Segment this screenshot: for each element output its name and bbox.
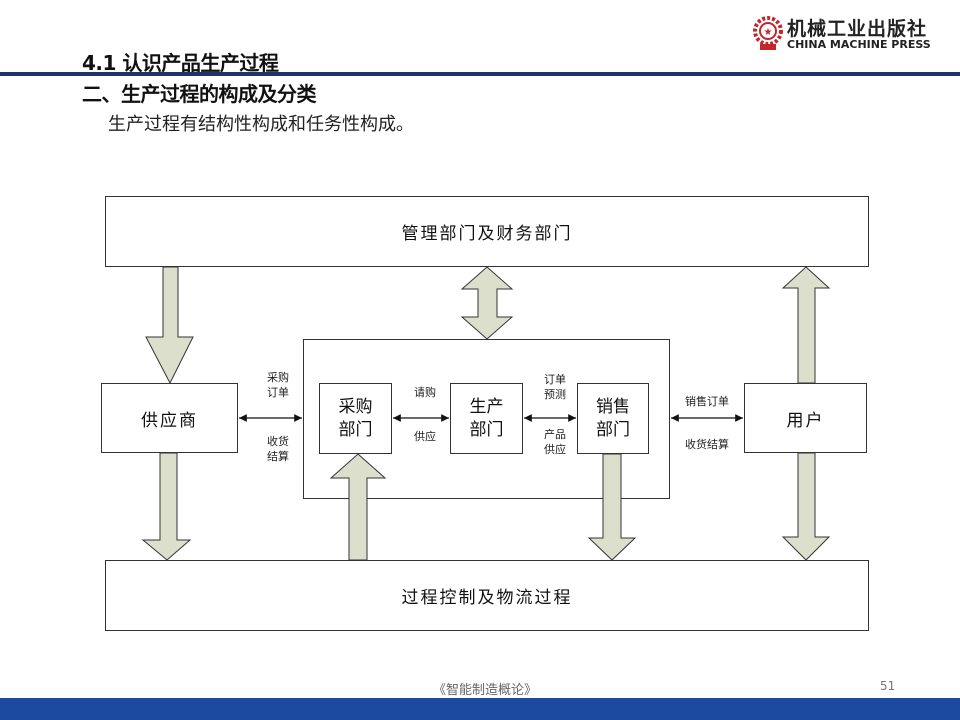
process-logistics-box: 过程控制及物流过程 — [105, 560, 869, 631]
logo-cn: 机械工业出版社 — [787, 18, 928, 40]
page-number: 51 — [880, 679, 896, 693]
purchasing-line2: 部门 — [338, 419, 373, 440]
sales-line1: 销售 — [596, 396, 630, 417]
label-product-supply: 产品供应 — [544, 428, 566, 456]
footer-bar — [0, 698, 960, 720]
section-title: 4.1 认识产品生产过程 — [82, 51, 279, 75]
label-purchase-order: 采购订单 — [267, 371, 289, 399]
logo-en: CHINA MACHINE PRESS — [787, 38, 931, 51]
user-box: 用户 — [744, 383, 867, 453]
arrow-supplier-to-process — [141, 452, 192, 561]
body-text: 生产过程有结构性构成和任务性构成。 — [108, 114, 414, 135]
svg-text:★: ★ — [764, 27, 773, 38]
purchasing-dept-box: 采购部门 — [319, 383, 392, 454]
label-sales-order: 销售订单 — [685, 395, 729, 408]
gear-star-icon: ★ — [753, 16, 783, 50]
user-label: 用户 — [786, 410, 825, 431]
supplier-label: 供应商 — [141, 410, 198, 431]
sales-line2: 部门 — [596, 419, 630, 440]
subsection-title: 二、生产过程的构成及分类 — [82, 82, 317, 106]
production-line2: 部门 — [469, 419, 504, 440]
process-logistics-label: 过程控制及物流过程 — [401, 588, 573, 608]
footer-book-title: 《智能制造概论》 — [432, 683, 537, 698]
publisher-logo: ★ — [752, 14, 932, 54]
sales-dept-box: 销售部门 — [577, 383, 649, 454]
arrow-mgmt-to-supplier — [145, 266, 194, 385]
production-line1: 生产 — [469, 396, 504, 417]
arrow-user-to-process — [781, 452, 831, 561]
management-finance-label: 管理部门及财务部门 — [401, 224, 573, 244]
arrow-user-to-mgmt — [781, 266, 831, 384]
arrow-process-to-purchasing — [329, 453, 387, 561]
label-request: 请购 — [414, 386, 436, 399]
arrow-sales-to-process — [587, 453, 637, 561]
header-rule — [0, 72, 960, 76]
production-dept-box: 生产部门 — [450, 383, 523, 454]
label-supply: 供应 — [414, 430, 436, 443]
label-receive-settle: 收货结算 — [267, 435, 289, 463]
label-order-forecast: 订单预测 — [544, 373, 566, 401]
arrow-mgmt-enterprise — [460, 266, 514, 340]
purchasing-line1: 采购 — [338, 396, 373, 417]
label-receive-settle-user: 收货结算 — [685, 438, 729, 451]
